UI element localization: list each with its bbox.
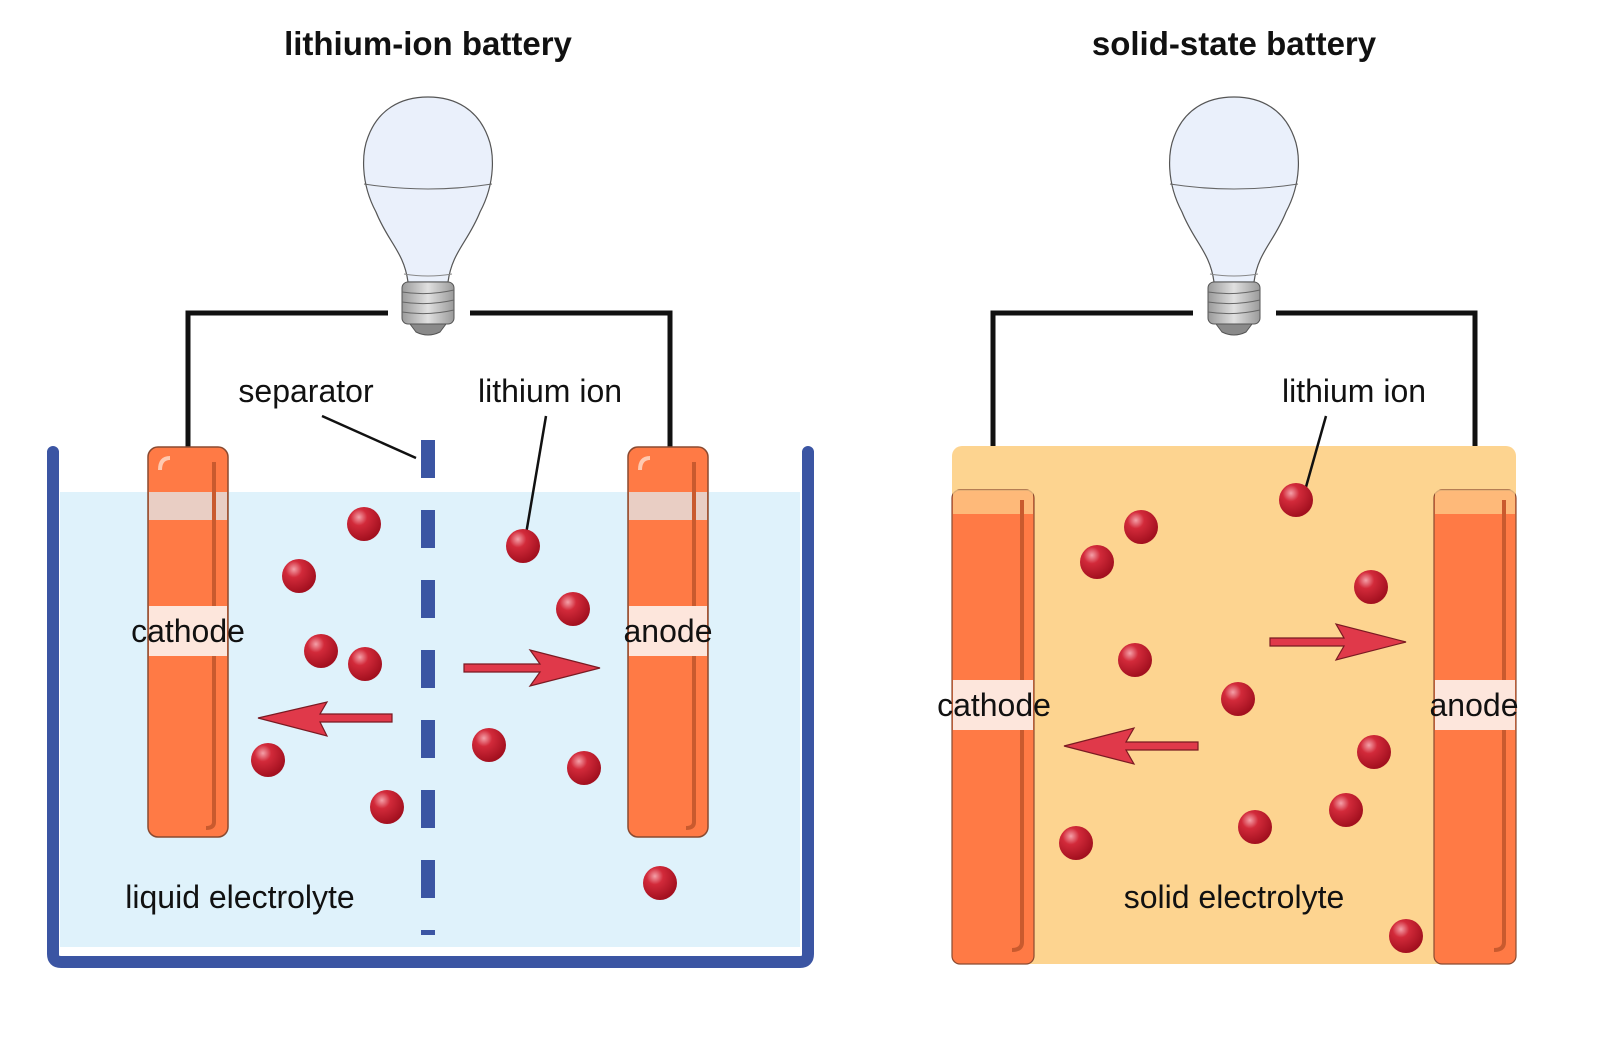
cathode-electrode-solid	[951, 489, 1035, 965]
solid-state-panel: solid-state battery cathode anode lithiu…	[937, 25, 1519, 965]
lithium-ion-particle	[1279, 483, 1313, 517]
separator-label: separator	[238, 373, 374, 409]
arrow-left-icon	[257, 701, 393, 737]
lithium-ion-particle	[370, 790, 404, 824]
lithium-ion-particle	[567, 751, 601, 785]
anode-electrode-solid	[1433, 489, 1517, 965]
lithium-ion-particle	[556, 592, 590, 626]
container-beaker	[47, 446, 814, 968]
lithium-ion-particle	[1059, 826, 1093, 860]
arrow-right-icon-solid	[1269, 623, 1407, 661]
lithium-ion-particle	[251, 743, 285, 777]
cathode-label-solid: cathode	[937, 687, 1051, 723]
cathode-electrode	[147, 446, 229, 838]
anode-label: anode	[624, 613, 713, 649]
lithium-ion-particle	[643, 866, 677, 900]
lithium-ion-particle	[1124, 510, 1158, 544]
liquid-electrolyte-label: liquid electrolyte	[125, 879, 354, 915]
lithium-ion-particle	[1238, 810, 1272, 844]
lithium-ion-title: lithium-ion battery	[284, 25, 572, 62]
solid-electrolyte-label: solid electrolyte	[1124, 879, 1345, 915]
lithium-ion-pointer	[523, 415, 548, 541]
lithium-ion-particle	[1329, 793, 1363, 827]
lithium-ion-particle	[347, 507, 381, 541]
solid-state-title: solid-state battery	[1092, 25, 1377, 62]
circuit-wire-solid	[990, 310, 1478, 446]
anode-electrode	[627, 446, 709, 838]
lithium-ion-particle	[506, 529, 540, 563]
circuit-wire	[185, 310, 673, 452]
lithium-ion-particle	[348, 647, 382, 681]
anode-label-solid: anode	[1430, 687, 1519, 723]
arrow-right-icon	[463, 649, 601, 687]
lithium-ion-panel: lithium-ion battery separator cathode	[47, 25, 814, 968]
lithium-ion-particle	[1221, 682, 1255, 716]
light-bulb-icon-solid	[1168, 96, 1300, 336]
light-bulb-icon	[362, 96, 494, 336]
lithium-ion-particle	[472, 728, 506, 762]
lithium-ions-right	[1059, 483, 1423, 953]
lithium-ion-particle	[1080, 545, 1114, 579]
separator-pointer	[321, 414, 417, 460]
lithium-ion-particle	[1118, 643, 1152, 677]
lithium-ion-particle	[1389, 919, 1423, 953]
lithium-ion-particle	[282, 559, 316, 593]
lithium-ion-particle	[304, 634, 338, 668]
lithium-ion-label-solid: lithium ion	[1282, 373, 1426, 409]
arrow-left-icon-solid	[1063, 727, 1199, 765]
cathode-label: cathode	[131, 613, 245, 649]
lithium-ion-pointer-solid	[1302, 415, 1328, 495]
lithium-ion-label: lithium ion	[478, 373, 622, 409]
lithium-ion-particle	[1357, 735, 1391, 769]
lithium-ion-particle	[1354, 570, 1388, 604]
lithium-ions-left	[251, 507, 677, 900]
